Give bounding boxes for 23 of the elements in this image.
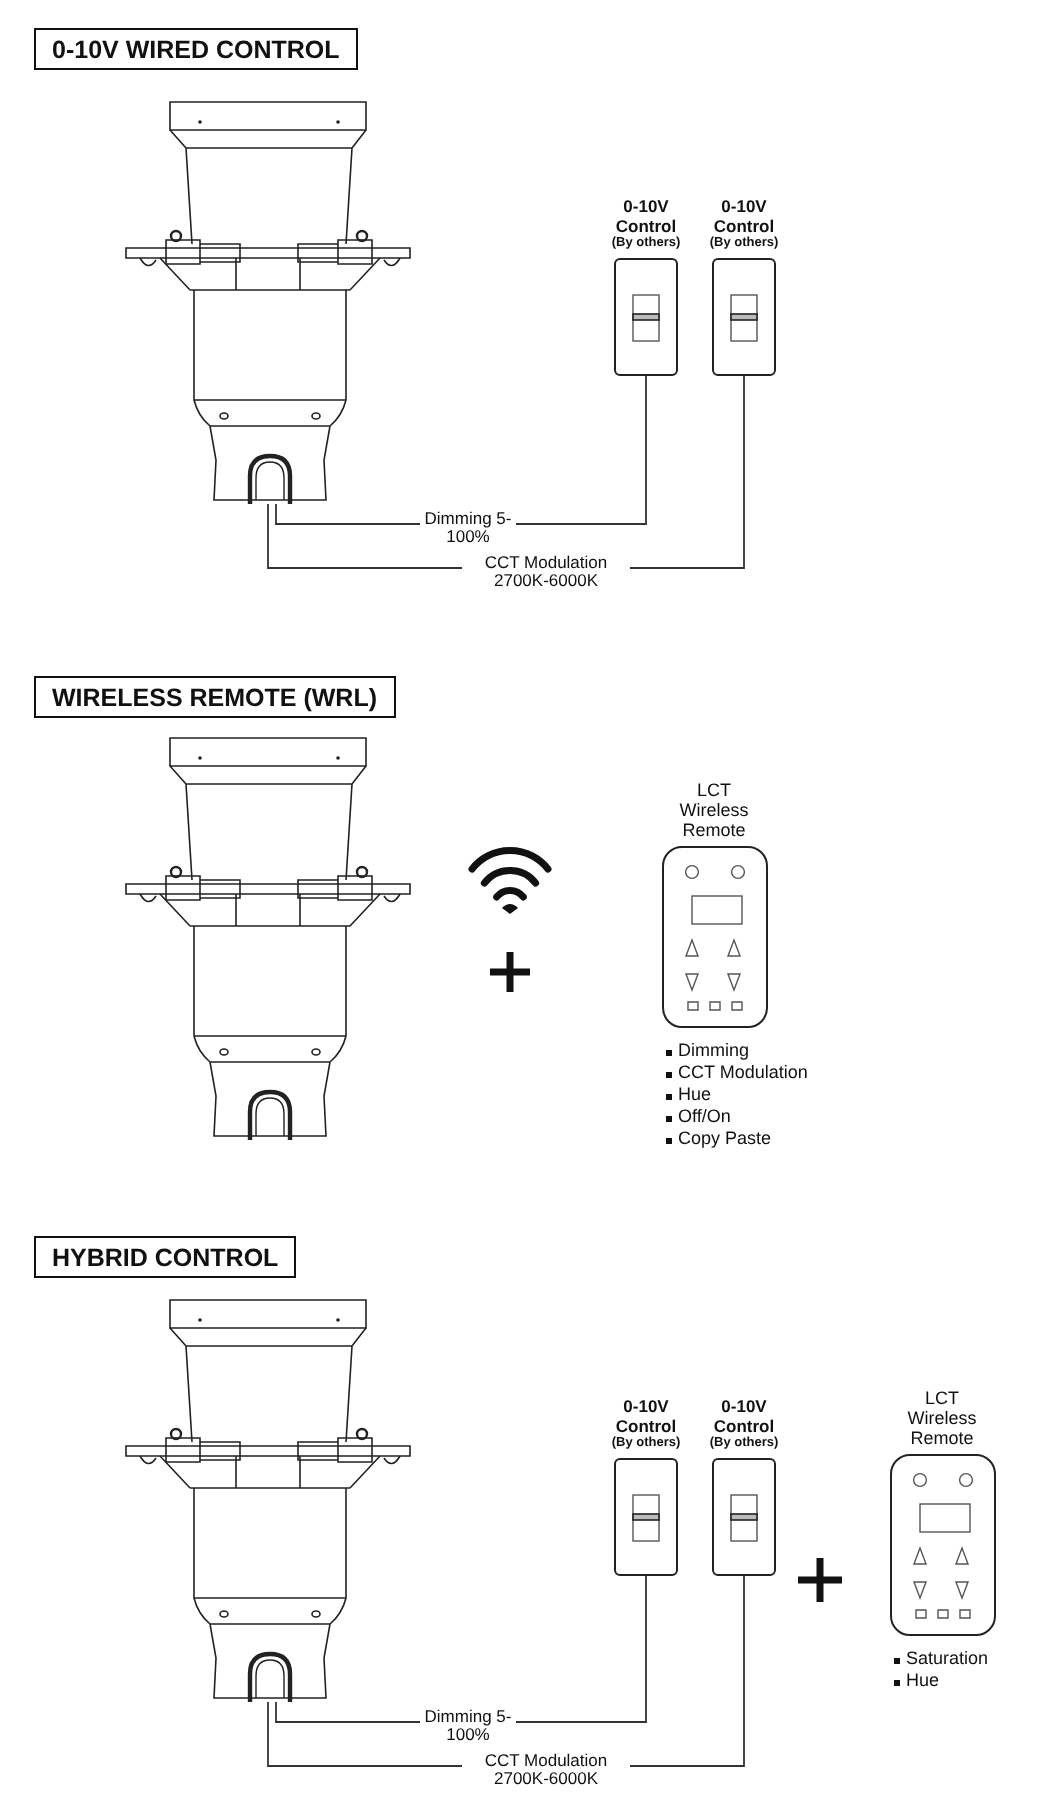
section-heading: 0-10V WIRED CONTROL: [34, 28, 358, 70]
section-heading: WIRELESS REMOTE (WRL): [34, 676, 395, 718]
switch-label: 0-10V Control: [711, 1398, 777, 1436]
luminaire-drawing: [125, 101, 411, 504]
device-label: LCT Wireless Remote: [677, 780, 751, 840]
edge-label: CCT Modulation 2700K-6000K: [462, 1752, 630, 1788]
feature-item: Off/On: [664, 1106, 731, 1128]
section-heading: HYBRID CONTROL: [34, 1236, 297, 1278]
edge-label: Dimming 5-100%: [420, 510, 516, 546]
feature-item: Dimming: [664, 1040, 750, 1062]
switch-label: 0-10V Control: [711, 198, 777, 236]
luminaire-drawing: [125, 1299, 411, 1702]
edge-label: Dimming 5-100%: [420, 1708, 516, 1744]
luminaire-drawing: [125, 737, 411, 1140]
switch-label: 0-10V Control: [613, 1398, 679, 1436]
feature-item: Saturation: [892, 1648, 989, 1670]
switch-label: 0-10V Control: [613, 198, 679, 236]
feature-item: CCT Modulation: [664, 1062, 808, 1084]
feature-item: Copy Paste: [664, 1128, 772, 1150]
feature-item: Hue: [892, 1670, 940, 1692]
device-label: LCT Wireless Remote: [905, 1388, 979, 1448]
edge-label: CCT Modulation 2700K-6000K: [462, 554, 630, 590]
feature-item: Hue: [664, 1084, 712, 1106]
